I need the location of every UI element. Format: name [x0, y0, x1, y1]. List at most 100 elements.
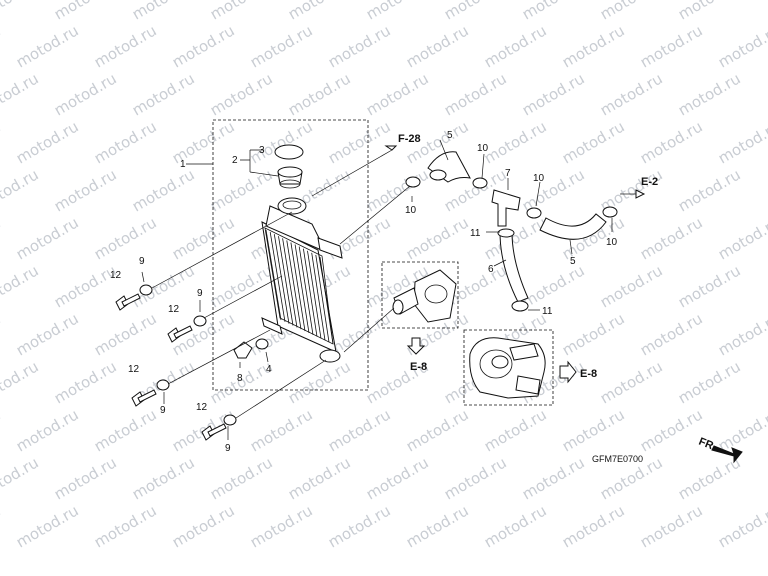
watermark-text: motod.ru: [0, 357, 42, 407]
watermark-text: motod.ru: [129, 165, 198, 215]
callout-11b: 11: [542, 306, 553, 317]
callouts: 1 2 3 4 5 5 6 7 8 9 9 9 9 10 10 10 10 11…: [110, 130, 618, 454]
watermark-text: motod.ru: [285, 357, 354, 407]
watermark-text: motod.ru: [597, 0, 666, 23]
watermark-text: motod.ru: [325, 501, 394, 551]
watermark-text: motod.ru: [207, 453, 276, 503]
callout-12c: 12: [128, 364, 140, 375]
radiator-fin: [282, 238, 298, 328]
watermark-text: motod.ru: [637, 501, 706, 551]
watermark-text: motod.ru: [0, 165, 42, 215]
watermark-text: motod.ru: [675, 261, 744, 311]
watermark-text: motod.ru: [597, 357, 666, 407]
hose-clips: [497, 228, 529, 312]
watermark-text: motod.ru: [247, 405, 316, 455]
callout-10a: 10: [405, 205, 417, 216]
watermark-text: motod.ru: [441, 69, 510, 119]
callout-10d: 10: [606, 237, 618, 248]
watermark-text: motod.ru: [91, 501, 160, 551]
watermark-text: motod.ru: [363, 453, 432, 503]
watermark-text: motod.ru: [0, 453, 42, 503]
watermark-text: motod.ru: [559, 21, 628, 71]
watermark-text: motod.ru: [403, 501, 472, 551]
watermark-text: motod.ru: [441, 0, 510, 23]
watermark-text: motod.ru: [247, 501, 316, 551]
watermark-text: motod.ru: [91, 21, 160, 71]
watermark-text: motod.ru: [363, 165, 432, 215]
return-hose: [539, 213, 607, 240]
watermark-text: motod.ru: [637, 309, 706, 359]
ref-f28: F-28: [398, 133, 421, 145]
callout-3: 3: [259, 145, 265, 156]
callout-9d: 9: [225, 443, 231, 454]
watermark-text: motod.ru: [91, 309, 160, 359]
watermark-text: motod.ru: [637, 405, 706, 455]
watermark-text: motod.ru: [325, 117, 394, 167]
watermark-text: motod.ru: [207, 165, 276, 215]
ref-e2: E-2: [641, 176, 658, 188]
watermark-text: motod.ru: [559, 405, 628, 455]
watermark-text: motod.ru: [637, 117, 706, 167]
callout-9b: 9: [197, 288, 203, 299]
watermark-text: motod.ru: [715, 117, 768, 167]
watermark-text: motod.ru: [441, 453, 510, 503]
callout-9c: 9: [160, 405, 166, 416]
watermark-text: motod.ru: [13, 501, 82, 551]
watermark-text: motod.ru: [247, 117, 316, 167]
ref-e8-right: E-8: [580, 368, 597, 380]
callout-10c: 10: [533, 173, 545, 184]
radiator-assembly-frame: [212, 119, 369, 391]
watermark-text: motod.ru: [207, 261, 276, 311]
thermostat-housing: [392, 269, 457, 323]
watermark-text: motod.ru: [0, 117, 4, 167]
callout-12a: 12: [110, 270, 122, 281]
washers: [139, 284, 237, 426]
watermark-text: motod.ru: [51, 165, 120, 215]
watermark-text: motod.ru: [325, 405, 394, 455]
watermark-text: motod.ru: [675, 165, 744, 215]
watermark-text: motod.ru: [129, 0, 198, 23]
radiator-fin: [307, 250, 322, 339]
watermark-text: motod.ru: [481, 501, 550, 551]
watermark-text: motod.ru: [285, 69, 354, 119]
watermark-text: motod.ru: [51, 357, 120, 407]
radiator-fin: [315, 254, 330, 343]
watermark-text: motod.ru: [91, 213, 160, 263]
watermark-text: motod.ru: [13, 213, 82, 263]
radiator-fin: [290, 242, 306, 332]
watermark-text: motod.ru: [13, 405, 82, 455]
watermark-text: motod.ru: [519, 165, 588, 215]
radiator-fin: [269, 232, 286, 322]
watermark-text: motod.ru: [519, 453, 588, 503]
watermark-text: motod.ru: [519, 261, 588, 311]
reference-arrows: [384, 145, 743, 464]
watermark-text: motod.ru: [363, 69, 432, 119]
bypass-hose: [499, 231, 529, 303]
watermark-text: motod.ru: [13, 21, 82, 71]
watermark-text: motod.ru: [51, 261, 120, 311]
watermark-text: motod.ru: [13, 309, 82, 359]
watermark-text: motod.ru: [519, 69, 588, 119]
upper-hose: [427, 151, 471, 183]
callout-10b: 10: [477, 143, 489, 154]
watermark-text: motod.ru: [481, 117, 550, 167]
callout-5a: 5: [447, 130, 453, 141]
watermark-text: motod.ru: [715, 213, 768, 263]
watermark-text: motod.ru: [207, 69, 276, 119]
leader-lines: [141, 139, 636, 440]
ref-e8-left: E-8: [410, 361, 427, 373]
radiator-core: [261, 197, 343, 363]
e8-right-arrow-icon: [559, 360, 577, 384]
water-pump-frame: [463, 329, 554, 406]
watermark-text: motod.ru: [51, 69, 120, 119]
watermark-text: motod.ru: [403, 405, 472, 455]
watermark-text: motod.ru: [0, 501, 4, 551]
watermark-text: motod.ru: [285, 0, 354, 23]
front-direction-arrow-icon: [711, 445, 743, 464]
watermark-text: motod.ru: [0, 21, 4, 71]
f28-arrow-icon: [384, 145, 398, 151]
callout-9a: 9: [139, 256, 145, 267]
radiator-fin: [294, 244, 310, 333]
